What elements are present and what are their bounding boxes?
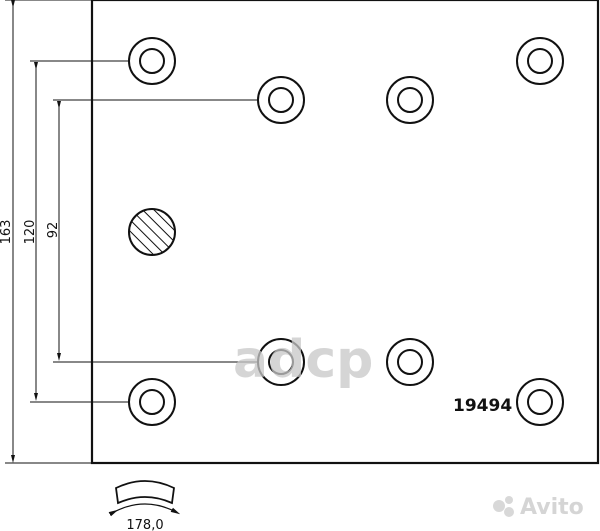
arc-length-label: 178,0 <box>126 518 163 531</box>
dimension-92-label: 92 <box>46 222 61 239</box>
hole-top-right <box>516 37 564 85</box>
hatched-pin-section <box>128 208 176 256</box>
dimension-163: 163 <box>0 0 92 464</box>
dimension-120-label: 120 <box>23 220 38 245</box>
hole-top-left <box>128 37 176 85</box>
hole-top-mid-left <box>257 76 305 124</box>
dimension-120: 120 <box>23 60 130 403</box>
lining-plate-outline <box>90 0 600 465</box>
hole-bottom-left <box>128 378 176 426</box>
part-number: 19494 <box>453 396 512 416</box>
hole-bottom-right <box>516 378 564 426</box>
dimension-163-label: 163 <box>0 220 14 245</box>
watermark-avito: Avito <box>493 495 584 520</box>
svg-text:Avito: Avito <box>520 495 584 520</box>
hole-top-mid-right <box>386 76 434 124</box>
rivet-holes <box>128 37 564 426</box>
dimension-92: 92 <box>46 99 258 363</box>
watermark-adcp: adcp <box>233 330 373 390</box>
hole-bottom-mid-right <box>386 338 434 386</box>
arc-length-icon <box>108 480 181 517</box>
hole-bottom-mid-left <box>257 338 305 386</box>
